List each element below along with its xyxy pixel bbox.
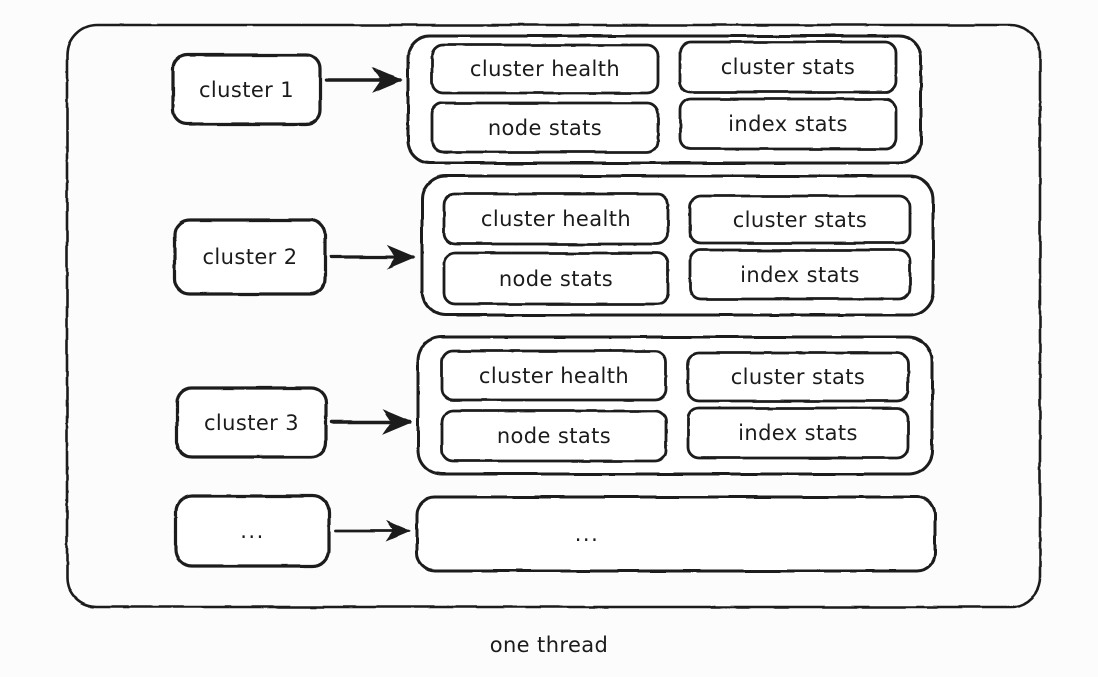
task-group-ellipsis-label: ...: [574, 522, 600, 546]
task-label: cluster stats: [730, 365, 866, 389]
cluster-box-1[interactable]: cluster 1: [173, 55, 320, 124]
cluster-box-1-label: cluster 1: [198, 77, 295, 102]
cluster-box-ellipsis[interactable]: ...: [176, 496, 329, 566]
task-box-index-stats-1[interactable]: index stats: [680, 99, 896, 149]
task-label: node stats: [498, 266, 614, 291]
cluster-box-3-label: cluster 3: [203, 410, 300, 435]
task-label: index stats: [738, 421, 858, 445]
cluster-box-ellipsis-label: ...: [240, 519, 265, 543]
task-label: cluster health: [480, 207, 632, 231]
task-box-index-stats-3[interactable]: index stats: [688, 408, 908, 458]
task-label: node stats: [496, 424, 612, 448]
task-box-cluster-stats-3[interactable]: cluster stats: [688, 353, 908, 401]
cluster-box-2[interactable]: cluster 2: [175, 220, 325, 294]
task-group-ellipsis: ...: [417, 497, 935, 571]
task-label: cluster stats: [720, 55, 856, 79]
task-box-cluster-health-2[interactable]: cluster health: [444, 194, 668, 244]
diagram-caption: one thread: [489, 633, 609, 657]
task-box-node-stats-2[interactable]: node stats: [444, 253, 668, 304]
cluster-box-2-label: cluster 2: [202, 245, 298, 269]
task-box-cluster-stats-2[interactable]: cluster stats: [690, 196, 910, 243]
task-box-node-stats-1[interactable]: node stats: [432, 103, 658, 152]
task-box-cluster-stats-1[interactable]: cluster stats: [680, 42, 896, 92]
task-label: node stats: [487, 115, 603, 140]
task-box-index-stats-2[interactable]: index stats: [690, 250, 910, 299]
task-label: cluster health: [469, 57, 621, 81]
task-label: index stats: [728, 112, 848, 136]
task-box-cluster-health-3[interactable]: cluster health: [442, 351, 666, 400]
task-box-node-stats-3[interactable]: node stats: [442, 411, 666, 461]
cluster-box-3[interactable]: cluster 3: [177, 388, 326, 457]
task-label: index stats: [740, 262, 860, 287]
task-label: cluster stats: [732, 207, 868, 232]
task-box-cluster-health-1[interactable]: cluster health: [432, 45, 658, 93]
task-label: cluster health: [478, 363, 630, 388]
